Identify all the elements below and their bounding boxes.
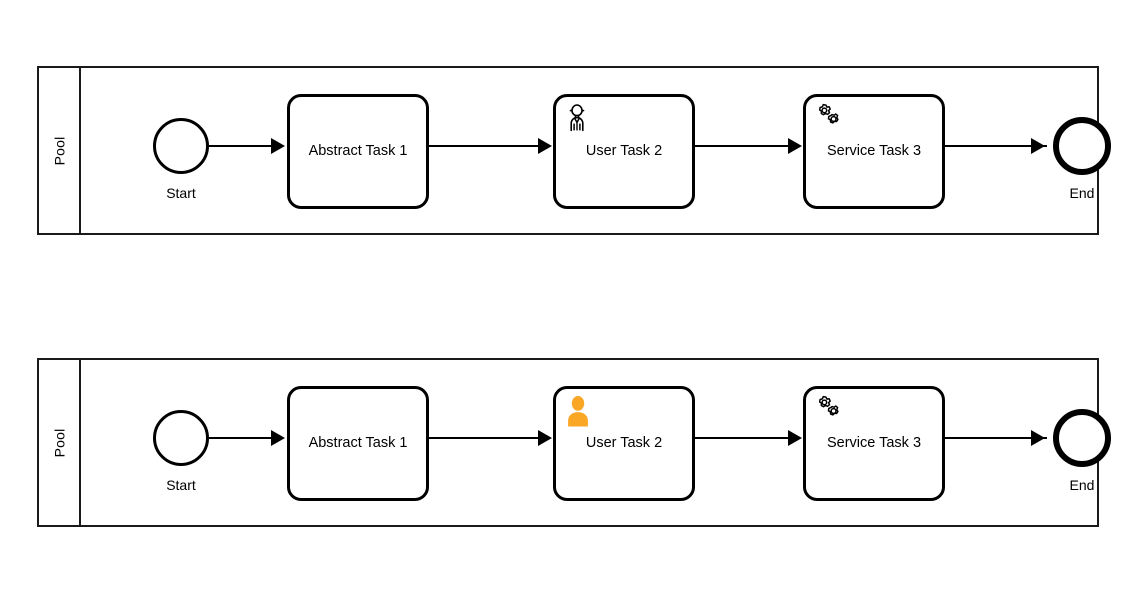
pool-top-band-label: Pool	[50, 136, 67, 165]
pool-bottom-flow-task2-to-task3	[695, 437, 788, 439]
pool-top-end-event[interactable]	[1053, 117, 1111, 175]
pool-top-start-event-label: Start	[166, 185, 196, 201]
pool-top-task-abstract-1-label: Abstract Task 1	[308, 143, 408, 160]
pool-top-arrowhead-1	[271, 138, 285, 154]
pool-top-task-abstract-1[interactable]: Abstract Task 1	[287, 94, 429, 209]
pool-bottom-task-service-3[interactable]: Service Task 3	[803, 386, 945, 501]
pool-top[interactable]: Pool Start Abstract Task 1	[37, 66, 1111, 235]
pool-bottom-start-event[interactable]	[153, 410, 209, 466]
pool-top-end-event-label: End	[1069, 185, 1095, 201]
pool-top-arrowhead-3	[788, 138, 802, 154]
pool-top-flow-task2-to-task3	[695, 145, 788, 147]
pool-top-task-user-2-label: User Task 2	[585, 143, 663, 160]
pool-bottom-flow-start-to-task1	[209, 437, 271, 439]
pool-top-band[interactable]: Pool	[39, 68, 81, 233]
pool-top-arrowhead-4	[1031, 138, 1045, 154]
pool-bottom-task-user-2-label: User Task 2	[585, 435, 663, 452]
gears-outline-icon	[813, 102, 841, 132]
pool-bottom-band[interactable]: Pool	[39, 360, 81, 525]
pool-bottom-flow-task1-to-task2	[429, 437, 538, 439]
pool-bottom-task-abstract-1-label: Abstract Task 1	[308, 435, 408, 452]
pool-top-task-service-3-label: Service Task 3	[826, 143, 922, 160]
pool-bottom-arrowhead-1	[271, 430, 285, 446]
pool-top-lane: Start Abstract Task 1	[81, 68, 1111, 233]
pool-bottom-task-user-2[interactable]: User Task 2	[553, 386, 695, 501]
pool-bottom-flow-task3-to-end	[945, 437, 1047, 439]
pool-bottom-arrowhead-3	[788, 430, 802, 446]
pool-bottom-task-service-3-label: Service Task 3	[826, 435, 922, 452]
pool-top-flow-task1-to-task2	[429, 145, 538, 147]
user-outline-icon	[563, 102, 591, 132]
pool-bottom-arrowhead-4	[1031, 430, 1045, 446]
pool-bottom-arrowhead-2	[538, 430, 552, 446]
pool-bottom-lane: Start Abstract Task 1	[81, 360, 1111, 525]
pool-top-flow-start-to-task1	[209, 145, 271, 147]
pool-bottom-end-event-label: End	[1069, 477, 1095, 493]
pool-top-start-event[interactable]	[153, 118, 209, 174]
pool-bottom-band-label: Pool	[50, 428, 67, 457]
pool-top-arrowhead-2	[538, 138, 552, 154]
pool-top-flow-task3-to-end	[945, 145, 1047, 147]
pool-top-task-service-3[interactable]: Service Task 3	[803, 94, 945, 209]
pool-bottom-task-abstract-1[interactable]: Abstract Task 1	[287, 386, 429, 501]
pool-bottom[interactable]: Pool Start Abstract Task 1	[37, 358, 1111, 527]
gears-outline-icon	[813, 394, 841, 424]
pool-bottom-end-event[interactable]	[1053, 409, 1111, 467]
pool-bottom-start-event-label: Start	[166, 477, 196, 493]
user-filled-icon	[565, 395, 591, 427]
pool-top-task-user-2[interactable]: User Task 2	[553, 94, 695, 209]
